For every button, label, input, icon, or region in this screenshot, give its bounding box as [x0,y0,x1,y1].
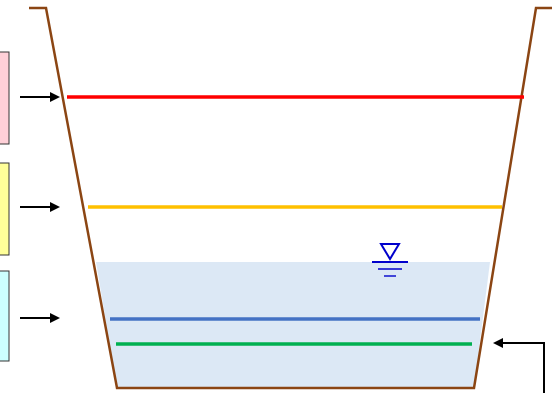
arrow-left-elbow-icon [493,338,545,393]
label-box-bottom [0,270,10,362]
label-box-middle [0,162,10,256]
water-surface-triangle-icon [372,243,408,277]
label-box-top [0,51,10,145]
water-body [96,262,490,388]
channel-cross-section [29,6,552,390]
